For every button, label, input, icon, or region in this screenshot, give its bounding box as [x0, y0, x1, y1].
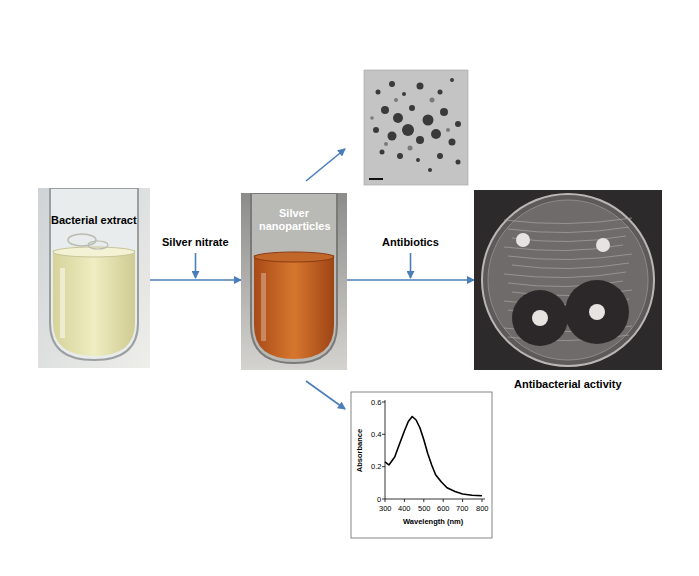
- reagent-arrow: [410, 253, 412, 278]
- sample-tube: Bacterial extract: [38, 188, 150, 368]
- axis-title: Wavelength (nm): [403, 517, 463, 526]
- reagent-label: Antibiotics: [380, 236, 441, 249]
- petri-dish-photo: [474, 190, 662, 370]
- tick-label: 0.2: [371, 462, 381, 471]
- tem-image: [364, 70, 468, 185]
- tick-label: 800: [476, 504, 489, 513]
- test-tube-photo: [241, 193, 347, 370]
- tick-label: 400: [398, 504, 411, 513]
- tick-label: 0: [377, 495, 381, 504]
- flow-arrow: [347, 279, 474, 281]
- sample-tube: Silver nanoparticles: [241, 193, 347, 370]
- node-label: Antibacterial activity: [514, 378, 622, 391]
- agar-plate: Antibacterial activity: [474, 190, 662, 395]
- uv-vis-spectrum: [351, 392, 492, 538]
- tick-label: 700: [456, 504, 469, 513]
- leader-arrow: [306, 381, 345, 409]
- leader-arrow: [306, 149, 345, 181]
- tick-label: 0.6: [371, 398, 381, 407]
- axis-title: Absorbance: [355, 429, 364, 472]
- tick-label: 0.4: [371, 430, 381, 439]
- reagent-label: Silver nitrate: [160, 236, 231, 249]
- node-label: Silver nanoparticles: [259, 207, 329, 233]
- tick-label: 600: [437, 504, 450, 513]
- reagent-arrow: [195, 253, 197, 278]
- tick-label: 500: [418, 504, 431, 513]
- flow-arrow: [150, 279, 241, 281]
- tick-label: 300: [379, 504, 392, 513]
- node-label: Bacterial extract: [51, 214, 137, 227]
